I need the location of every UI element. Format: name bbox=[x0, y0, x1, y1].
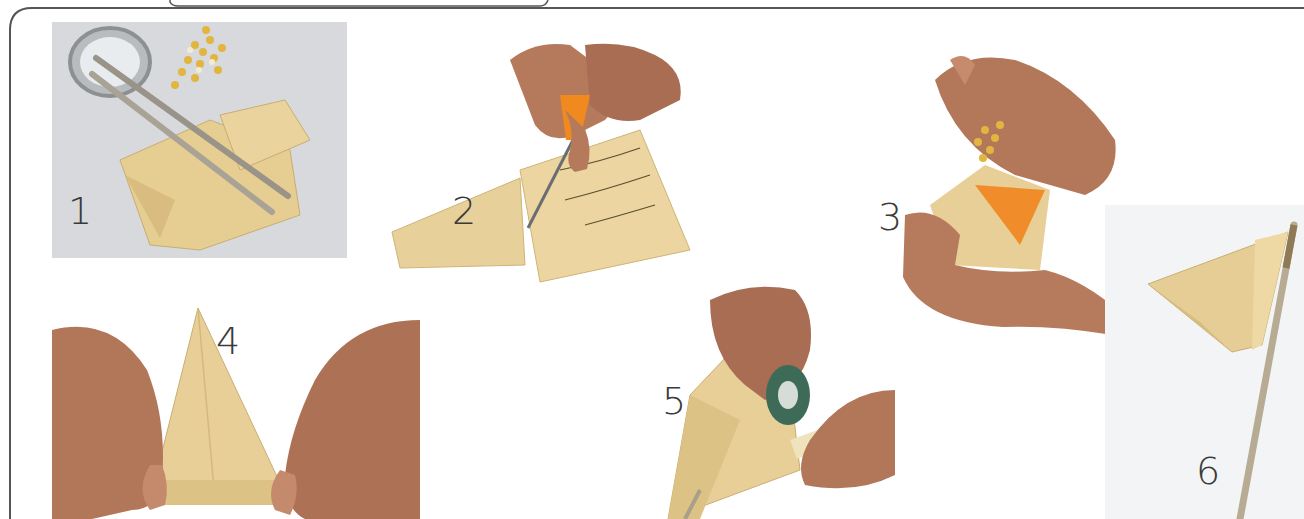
step-number: 1 bbox=[68, 192, 92, 230]
photo-filling bbox=[903, 56, 1123, 335]
step-number: 4 bbox=[216, 322, 240, 360]
photo-taping bbox=[668, 287, 895, 519]
photo-folding bbox=[52, 308, 420, 519]
photo-cutting bbox=[392, 44, 690, 282]
step-number: 3 bbox=[878, 198, 902, 236]
frame-border bbox=[10, 8, 1304, 519]
step-number: 6 bbox=[1196, 452, 1220, 490]
photo-finished-flag bbox=[1105, 205, 1304, 519]
step-number: 5 bbox=[662, 382, 686, 420]
step-number: 2 bbox=[452, 192, 476, 230]
photo-materials bbox=[52, 22, 347, 258]
frame-tab bbox=[170, 0, 548, 6]
